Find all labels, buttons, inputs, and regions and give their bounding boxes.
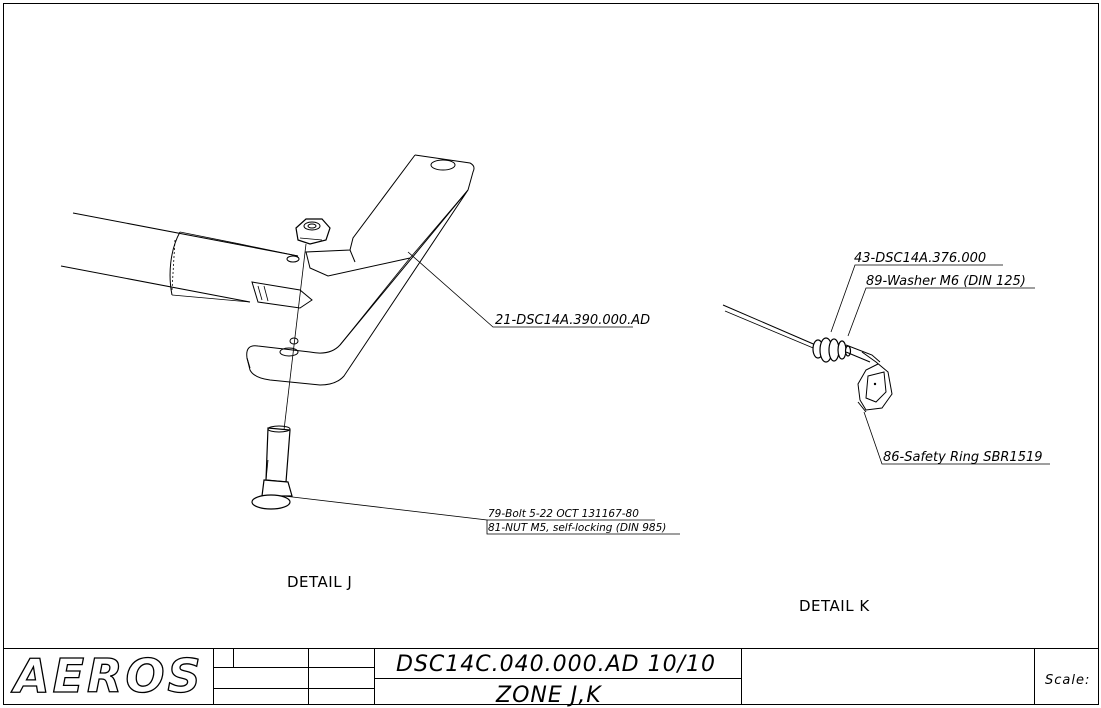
tube-drawing [60,212,313,309]
title-block [3,648,1098,705]
bolt-callout: 79-Bolt 5-22 OCT 131167-80 [488,508,639,520]
sheet-border [3,3,1099,705]
scale-label: Scale: [1045,673,1090,688]
aeros-logo: AEROS [11,649,204,703]
bracket-callout: 21-DSC14A.390.000.AD [495,313,650,328]
safety-ring-callout: 86-Safety Ring SBR1519 [883,450,1043,465]
safety-ring-leader [863,411,1050,465]
bracket-leader [407,251,633,328]
zone-label: ZONE J,K [495,683,602,708]
bolt-leader [283,495,680,535]
washer-callout: 89-Washer M6 (DIN 125) [866,274,1026,289]
safety-ring-drawing [845,344,893,413]
detail-j-caption: DETAIL J [287,573,352,591]
part43-leader [830,264,1003,333]
washer-leader [847,287,1035,337]
washer-stack-drawing [812,337,852,363]
bracket-drawing [246,154,475,386]
detail-j-view [60,154,680,535]
detail-k-caption: DETAIL K [799,597,870,615]
drawing-number: DSC14C.040.000.AD 10/10 [396,652,716,677]
nut-callout: 81-NUT M5, self-locking (DIN 985) [488,522,666,534]
nut-drawing [295,218,331,245]
part43-callout: 43-DSC14A.376.000 [854,251,986,266]
detail-k-view [722,264,1050,465]
bolt-axis [283,243,307,431]
bolt-drawing [251,425,293,510]
